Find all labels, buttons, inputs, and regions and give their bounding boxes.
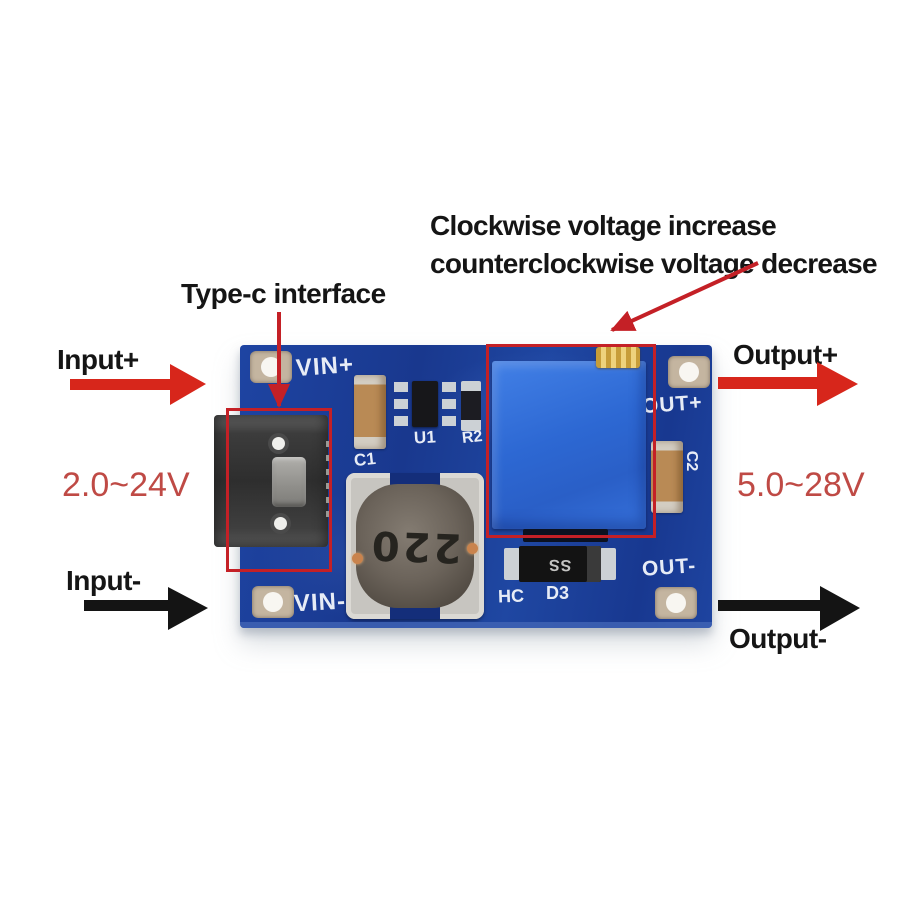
silkscreen-r2: R2 — [461, 427, 484, 448]
silkscreen-d3: D3 — [546, 583, 570, 603]
silkscreen-u1: U1 — [413, 427, 437, 448]
typec-tongue — [272, 457, 306, 507]
pot-highlight-box — [486, 344, 656, 538]
diode-pad-right — [600, 548, 616, 580]
silkscreen-vin-plus: VIN+ — [295, 351, 355, 382]
inductor-core: 220 — [356, 484, 474, 608]
typec-callout-label: Type-c interface — [181, 278, 386, 309]
input-voltage-range: 2.0~24V — [62, 466, 190, 504]
typec-connector — [214, 415, 332, 547]
ic-pads-left — [394, 382, 408, 430]
trim-potentiometer — [492, 361, 646, 529]
input-plus-label: Input+ — [57, 344, 139, 375]
note-line-2: counterclockwise voltage decrease — [430, 248, 878, 279]
diode-pad-left — [504, 548, 520, 580]
ic-pads-right — [442, 382, 456, 430]
solder-joint — [352, 553, 363, 564]
inductor: 220 — [346, 473, 484, 619]
pcb-bottom-edge — [240, 622, 712, 628]
mounting-hole-bottom-right — [655, 587, 697, 619]
mounting-hole-bottom-left — [252, 586, 294, 618]
solder-joint — [467, 543, 478, 554]
note-line-1: Clockwise voltage increase — [430, 210, 777, 241]
diode-marking: SS — [548, 555, 572, 574]
capacitor-c1 — [354, 375, 386, 449]
hole — [679, 362, 699, 382]
hole — [261, 357, 281, 377]
mounting-hole-top-right — [668, 356, 710, 388]
output-voltage-range: 5.0~28V — [737, 466, 865, 504]
adjustment-note: Clockwise voltage increase counterclockw… — [430, 207, 878, 283]
output-plus-label: Output+ — [733, 339, 838, 370]
silkscreen-hc: HC — [497, 585, 525, 607]
silkscreen-c1: C1 — [353, 448, 377, 471]
typec-rivet — [272, 437, 285, 450]
hole — [666, 593, 686, 613]
inductor-notch — [390, 606, 440, 619]
inductor-marking: 220 — [367, 521, 463, 571]
typec-rivet — [274, 517, 287, 530]
hole — [263, 592, 283, 612]
diode-d3: SS — [519, 546, 601, 582]
mounting-hole-top-left — [250, 351, 292, 383]
input-minus-label: Input- — [66, 565, 141, 596]
pot-adjust-screw — [596, 347, 640, 368]
ic-u1 — [412, 381, 438, 427]
silkscreen-vin-minus: VIN- — [293, 587, 347, 618]
silkscreen-c2: C2 — [683, 450, 701, 472]
typec-highlight-box — [226, 408, 332, 572]
pcb-board: VIN+ VIN- OUT+ OUT- C1 U1 R2 C2 220 — [214, 345, 712, 628]
resistor-r2 — [461, 381, 481, 431]
inductor-notch — [390, 473, 440, 486]
silkscreen-out-minus: OUT- — [641, 554, 697, 581]
capacitor-c2 — [651, 441, 683, 513]
output-minus-label: Output- — [729, 623, 827, 654]
